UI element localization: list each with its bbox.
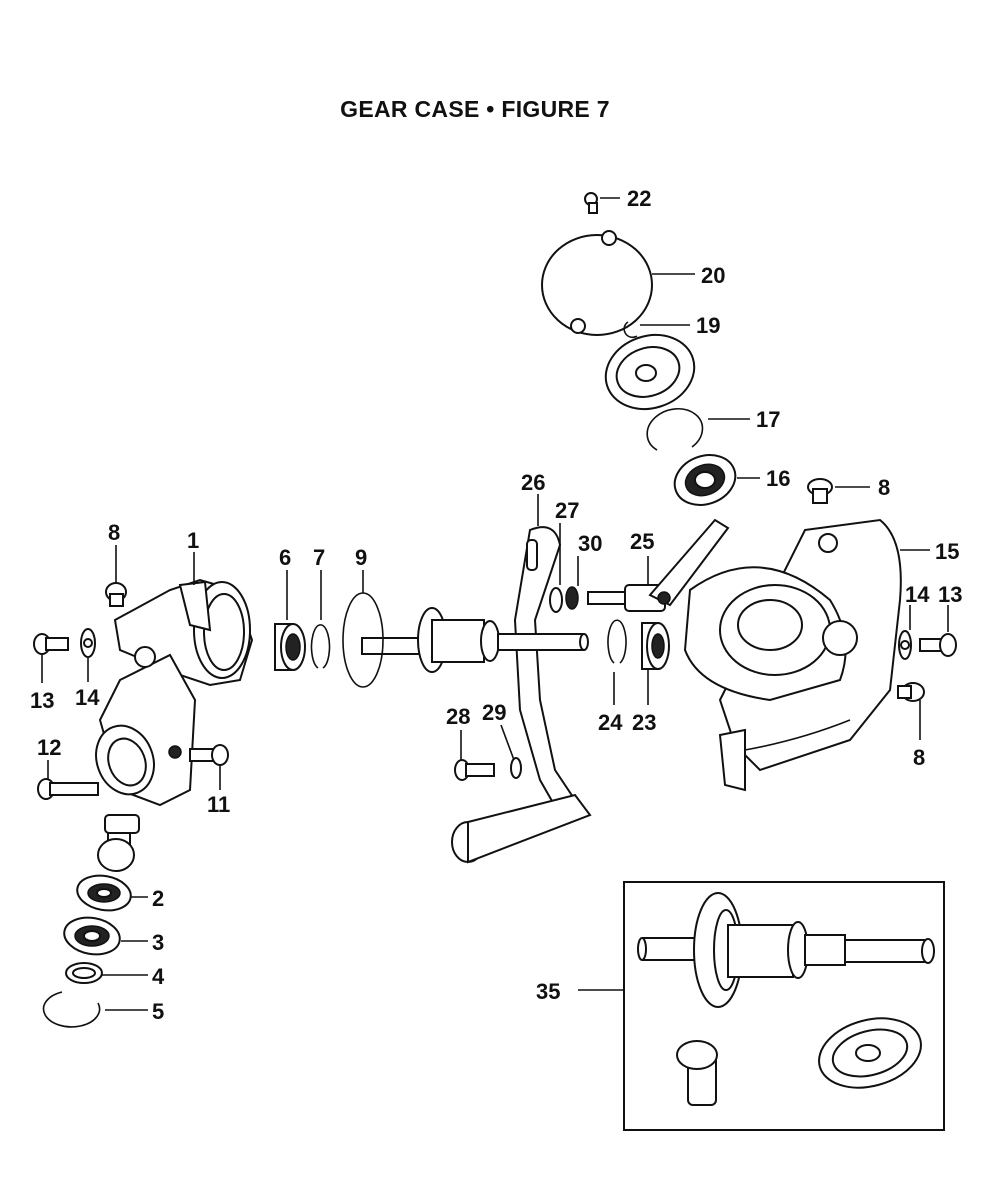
part-3-bearing bbox=[63, 916, 148, 956]
part-35-inset-box bbox=[578, 881, 945, 1131]
callout-9: 9 bbox=[355, 545, 367, 570]
part-17-snap-ring bbox=[646, 407, 750, 451]
callout-19: 19 bbox=[696, 313, 720, 338]
seal-disc bbox=[604, 334, 696, 410]
part-30-nut bbox=[565, 556, 579, 610]
callout-26: 26 bbox=[521, 470, 545, 495]
part-14-washer-left bbox=[80, 628, 96, 682]
callout-1: 1 bbox=[187, 528, 199, 553]
part-4-washer bbox=[65, 962, 148, 984]
callout-8-left: 8 bbox=[108, 520, 120, 545]
part-8-screw-upper bbox=[807, 478, 870, 504]
callout-25: 25 bbox=[630, 529, 654, 554]
part-8-screw-lower bbox=[897, 682, 925, 740]
part-6-bearing bbox=[274, 570, 306, 671]
part-1-gear-case-body bbox=[95, 552, 254, 807]
callout-5: 5 bbox=[152, 999, 164, 1024]
callout-23: 23 bbox=[632, 710, 656, 735]
pinion-gear bbox=[97, 814, 140, 872]
callout-29: 29 bbox=[482, 700, 506, 725]
part-5-snap-ring bbox=[42, 991, 148, 1028]
part-2-bearing bbox=[76, 874, 148, 912]
part-26-handle-bracket bbox=[451, 494, 592, 864]
callout-27: 27 bbox=[555, 498, 579, 523]
part-13-bolt-left bbox=[33, 633, 69, 683]
part-23-bearing bbox=[641, 622, 670, 705]
callout-15: 15 bbox=[935, 539, 959, 564]
figure-title: GEAR CASE • FIGURE 7 bbox=[340, 96, 610, 122]
callout-14-left: 14 bbox=[75, 685, 100, 710]
callout-30: 30 bbox=[578, 531, 602, 556]
callout-24: 24 bbox=[598, 710, 623, 735]
callout-8-lower: 8 bbox=[913, 745, 925, 770]
part-28-bolt bbox=[454, 730, 495, 781]
callout-7: 7 bbox=[313, 545, 325, 570]
part-25-lever-arm bbox=[587, 518, 730, 612]
callout-20: 20 bbox=[701, 263, 725, 288]
part-22-screw bbox=[584, 192, 620, 214]
part-16-bearing bbox=[673, 454, 760, 506]
callout-6: 6 bbox=[279, 545, 291, 570]
callout-35: 35 bbox=[536, 979, 560, 1004]
part-8-screw-left bbox=[105, 545, 127, 607]
callout-12: 12 bbox=[37, 735, 61, 760]
part-12-bolt bbox=[37, 760, 99, 800]
callout-13-right: 13 bbox=[938, 582, 962, 607]
part-20-cover-plate bbox=[541, 230, 695, 336]
part-15-gear-housing bbox=[683, 518, 930, 792]
callout-22: 22 bbox=[627, 186, 651, 211]
part-27-washer bbox=[549, 523, 563, 613]
callout-8-upper: 8 bbox=[878, 475, 890, 500]
part-13-bolt-right bbox=[919, 605, 957, 657]
part-14-washer-right bbox=[898, 605, 912, 660]
callout-16: 16 bbox=[766, 466, 790, 491]
callout-2: 2 bbox=[152, 886, 164, 911]
part-24-snap-ring bbox=[607, 619, 627, 705]
part-19-e-clip bbox=[623, 321, 690, 339]
callout-4: 4 bbox=[152, 964, 165, 989]
part-9-o-ring bbox=[342, 570, 384, 688]
part-29-washer bbox=[500, 724, 522, 779]
callout-13-left: 13 bbox=[30, 688, 54, 713]
callout-14-right: 14 bbox=[905, 582, 930, 607]
callout-3: 3 bbox=[152, 930, 164, 955]
callout-17: 17 bbox=[756, 407, 780, 432]
part-11-bolt bbox=[189, 744, 229, 790]
part-7-snap-ring bbox=[310, 570, 331, 669]
callout-28: 28 bbox=[446, 704, 470, 729]
callout-11: 11 bbox=[207, 792, 230, 817]
main-shaft-assembly bbox=[361, 607, 589, 673]
